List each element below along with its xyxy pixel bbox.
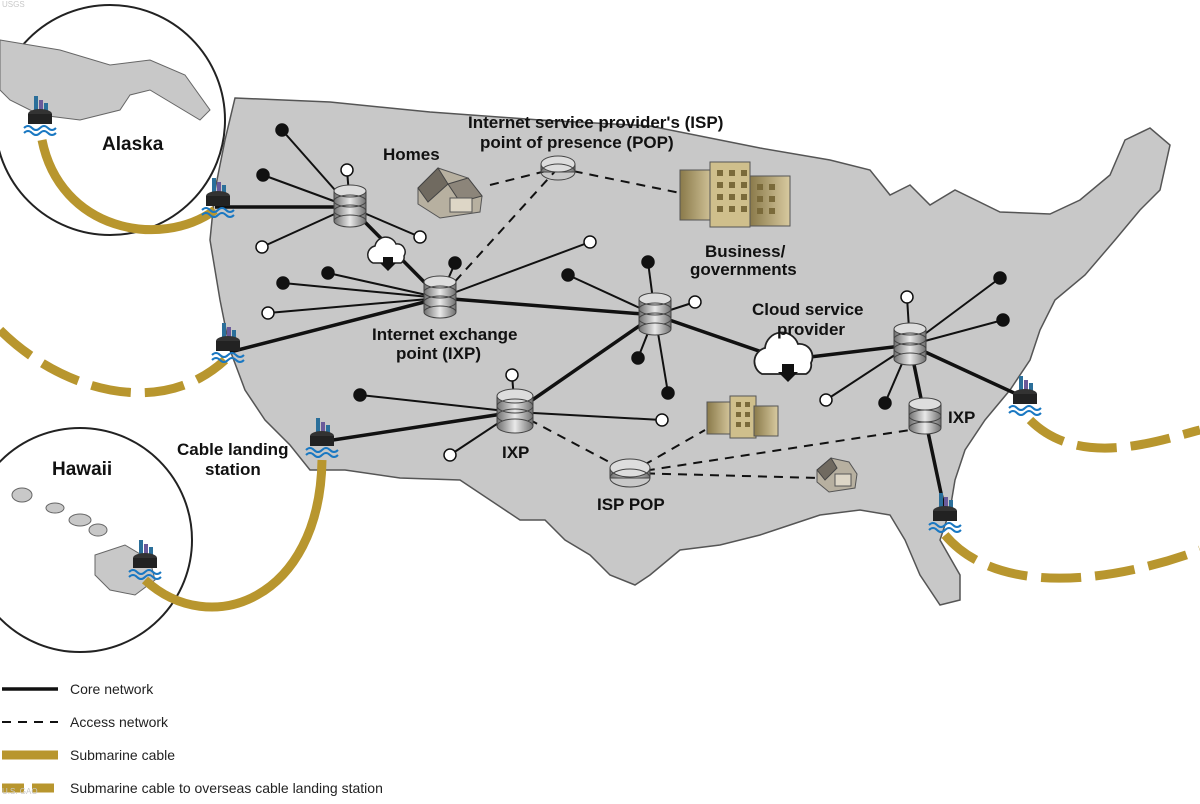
core-swatch xyxy=(0,679,60,699)
legend-item-access: Access network xyxy=(0,705,520,738)
submarine-swatch xyxy=(0,745,60,765)
isp-pop-icon-south xyxy=(609,458,651,488)
legend-item-submarine: Submarine cable xyxy=(0,738,520,771)
node xyxy=(275,123,289,137)
node xyxy=(641,255,655,269)
alaska-label: Alaska xyxy=(102,134,164,155)
server-icon-east xyxy=(893,322,927,366)
node xyxy=(688,295,702,309)
hawaii-label: Hawaii xyxy=(52,459,112,480)
alaska-cable xyxy=(37,139,218,234)
cable-landing-station-icon xyxy=(305,418,339,458)
node xyxy=(900,290,914,304)
isp-pop-title-line1: Internet service provider's (ISP) xyxy=(468,113,723,132)
node xyxy=(256,168,270,182)
legend-label: Core network xyxy=(70,680,154,697)
node xyxy=(448,256,462,270)
node xyxy=(505,368,519,382)
node xyxy=(878,396,892,410)
cable-landing-station-icon xyxy=(128,540,162,580)
node xyxy=(561,268,575,282)
cable-landing-station-icon xyxy=(23,96,57,136)
cloud-label-line1: Cloud service xyxy=(752,300,864,319)
legend: Core network Access network Submarine ca… xyxy=(0,672,520,804)
legend-label: Access network xyxy=(70,713,169,730)
legend-item-core: Core network xyxy=(0,672,520,705)
overseas-cable-east1 xyxy=(1026,416,1200,453)
alaska-land xyxy=(0,39,211,121)
cloud-icon-nw xyxy=(367,236,406,271)
watermark-bottom: U.S. GAO xyxy=(2,787,38,796)
isp-pop-icon-north xyxy=(540,155,576,181)
home-icon-north xyxy=(417,167,483,219)
us-mainland xyxy=(209,97,1171,606)
access-swatch xyxy=(0,712,60,732)
node xyxy=(413,230,427,244)
node xyxy=(321,266,335,280)
node xyxy=(443,448,457,462)
hawaii-inset xyxy=(0,427,193,653)
node xyxy=(993,271,1007,285)
isp-pop-label: ISP POP xyxy=(597,495,665,514)
node xyxy=(353,388,367,402)
node xyxy=(340,163,354,177)
node xyxy=(255,240,269,254)
business-icon-small xyxy=(706,395,779,439)
node xyxy=(631,351,645,365)
overseas-cable-east2 xyxy=(941,532,1200,583)
cloud-icon-central xyxy=(753,331,814,382)
ixp-east-label: IXP xyxy=(948,408,975,427)
business-label-line2: governments xyxy=(690,260,797,279)
node xyxy=(276,276,290,290)
ixp-label-line1: Internet exchange xyxy=(372,325,518,344)
hawaii-cable xyxy=(141,459,327,612)
node xyxy=(661,386,675,400)
cable-landing-station-icon xyxy=(201,178,235,218)
submarine-cables xyxy=(0,139,1200,612)
cable-landing-label-line2: station xyxy=(205,460,261,479)
cable-landing-station-icon xyxy=(928,493,962,533)
legend-item-overseas: Submarine cable to overseas cable landin… xyxy=(0,771,520,804)
access-lines xyxy=(439,167,911,479)
server-icon-central xyxy=(638,292,672,336)
cable-landing-station-icon xyxy=(1008,376,1042,416)
cable-landing-label-line1: Cable landing xyxy=(177,440,288,459)
node xyxy=(583,235,597,249)
overseas-swatch xyxy=(0,778,60,798)
node xyxy=(261,306,275,320)
ixp-south-label: IXP xyxy=(502,443,529,462)
isp-pop-title-line2: point of presence (POP) xyxy=(480,133,674,152)
node xyxy=(819,393,833,407)
home-icon-south xyxy=(816,457,858,493)
server-icon-ixp-east xyxy=(908,397,942,435)
cloud-label-line2: provider xyxy=(777,320,845,339)
homes-label: Homes xyxy=(383,145,440,164)
ixp-label-line2: point (IXP) xyxy=(396,344,481,363)
server-icon-ixp-south xyxy=(496,388,534,434)
legend-label: Submarine cable to overseas cable landin… xyxy=(70,779,383,796)
business-icon-large xyxy=(679,161,791,228)
node xyxy=(996,313,1010,327)
watermark-top: USGS xyxy=(2,0,25,9)
server-icon-nw xyxy=(333,184,367,228)
overseas-cable-west xyxy=(0,326,229,398)
leaf-nodes xyxy=(255,123,1010,462)
legend-label: Submarine cable xyxy=(70,746,176,763)
node xyxy=(655,413,669,427)
server-icon-ixp-main xyxy=(423,275,457,319)
cable-landing-station-icon xyxy=(211,323,245,363)
business-label-line1: Business/ xyxy=(705,242,786,261)
